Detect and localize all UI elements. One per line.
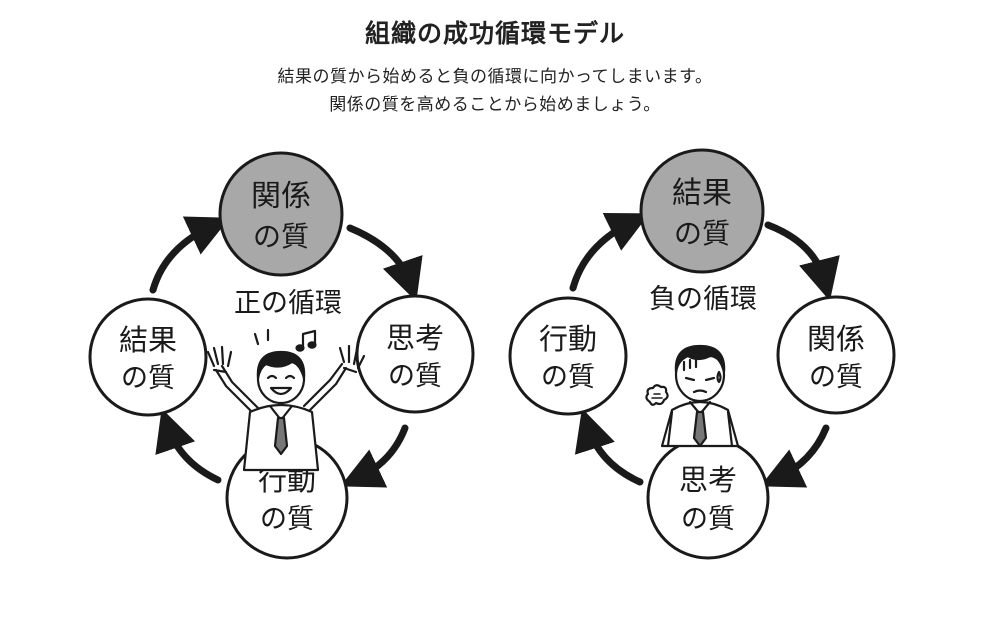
arrow-top-to-right xyxy=(346,224,423,302)
positive-cycle: 関係 の質 思考 の質 行動 の質 結果 の質 正の循環 xyxy=(88,151,475,560)
subtitle-line-1: 結果の質から始めると負の循環に向かってしまいます。 xyxy=(277,67,713,87)
arrow-right-to-bottom xyxy=(340,424,409,488)
arrow-bottom-to-left xyxy=(155,408,222,484)
node-label-top: 行動 xyxy=(539,322,597,356)
node-result-quality: 結果 の質 xyxy=(639,148,765,274)
arrow-right-to-bottom xyxy=(760,424,830,488)
node-label-bottom: の質 xyxy=(260,504,314,535)
node-label-top: 結果 xyxy=(672,176,732,211)
negative-cycle: 結果 の質 関係 の質 思考 の質 行動 の質 負の循環 xyxy=(508,148,896,560)
node-label-top: 結果 xyxy=(119,323,177,357)
node-label-bottom: の質 xyxy=(388,361,442,392)
node-label-top: 関係 xyxy=(251,179,311,214)
happy-person-illustration xyxy=(206,328,366,472)
node-relationship-quality: 関係 の質 xyxy=(218,151,344,277)
node-label-bottom: の質 xyxy=(253,220,309,253)
node-label-bottom: の質 xyxy=(674,217,730,250)
arrow-left-to-top xyxy=(149,216,230,294)
node-label-bottom: の質 xyxy=(541,362,595,393)
positive-cycle-label: 正の循環 xyxy=(234,288,342,319)
arrow-bottom-to-left xyxy=(574,408,644,486)
negative-cycle-label: 負の循環 xyxy=(649,284,757,315)
tired-person-illustration xyxy=(645,344,740,448)
page-title: 組織の成功循環モデル xyxy=(364,19,625,48)
node-result-quality: 結果 の質 xyxy=(88,297,208,417)
node-label-top: 関係 xyxy=(807,322,865,356)
node-label-bottom: の質 xyxy=(681,504,735,535)
node-label-top: 思考 xyxy=(679,463,737,497)
arrow-left-to-top xyxy=(569,212,650,292)
subtitle-line-2: 関係の質を高めることから始めましょう。 xyxy=(329,95,661,115)
node-label-bottom: の質 xyxy=(121,363,175,394)
node-label-bottom: の質 xyxy=(809,362,863,393)
node-label-top: 思考 xyxy=(386,321,444,355)
node-thinking-quality: 思考 の質 xyxy=(646,436,770,560)
node-thinking-quality: 思考 の質 xyxy=(355,294,475,414)
node-action-quality: 行動 の質 xyxy=(508,296,628,416)
node-relationship-quality: 関係 の質 xyxy=(776,295,896,415)
arrow-top-to-right xyxy=(764,221,840,301)
